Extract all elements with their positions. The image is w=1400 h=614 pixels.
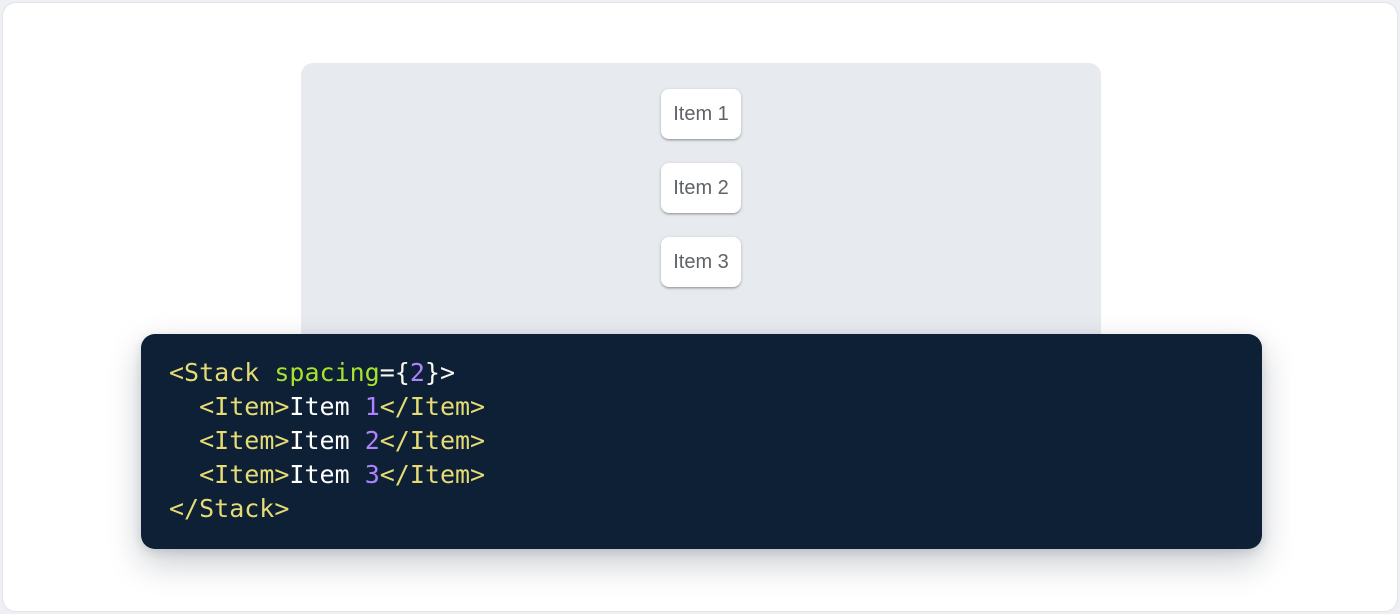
- stack-item: Item 2: [661, 163, 741, 213]
- code-token-num: 1: [364, 392, 380, 421]
- code-token-plain: [169, 392, 199, 421]
- code-token-tag: </Item>: [379, 460, 486, 489]
- code-token-plain: Item: [289, 426, 365, 455]
- code-line: </Stack>: [169, 492, 1234, 526]
- demo-panel: Item 1 Item 2 Item 3: [301, 63, 1101, 363]
- code-lines: <Stack spacing={2}> <Item>Item 1</Item> …: [169, 356, 1234, 526]
- stack-item: Item 3: [661, 237, 741, 287]
- code-token-tag: <Stack: [169, 358, 275, 387]
- code-token-num: 3: [364, 460, 380, 489]
- code-token-tag: </Item>: [379, 426, 486, 455]
- code-token-tag: </Stack>: [169, 494, 290, 523]
- code-line: <Item>Item 2</Item>: [169, 424, 1234, 458]
- code-token-punct: ={: [379, 358, 410, 387]
- code-token-tag: <Item>: [199, 426, 290, 455]
- code-line: <Stack spacing={2}>: [169, 356, 1234, 390]
- code-token-plain: Item: [289, 460, 365, 489]
- stack-item: Item 1: [661, 89, 741, 139]
- code-token-tag: <Item>: [199, 392, 290, 421]
- code-token-tag: <Item>: [199, 460, 290, 489]
- code-line: <Item>Item 1</Item>: [169, 390, 1234, 424]
- code-token-plain: Item: [289, 392, 365, 421]
- code-token-num: 2: [409, 358, 425, 387]
- code-token-tag: </Item>: [379, 392, 486, 421]
- code-token-attr: spacing: [274, 358, 380, 387]
- code-block: <Stack spacing={2}> <Item>Item 1</Item> …: [141, 334, 1262, 549]
- code-token-punct: }>: [424, 358, 455, 387]
- demo-stack: Item 1 Item 2 Item 3: [301, 63, 1101, 287]
- code-token-plain: [169, 460, 199, 489]
- code-token-num: 2: [364, 426, 380, 455]
- code-token-plain: [169, 426, 199, 455]
- code-line: <Item>Item 3</Item>: [169, 458, 1234, 492]
